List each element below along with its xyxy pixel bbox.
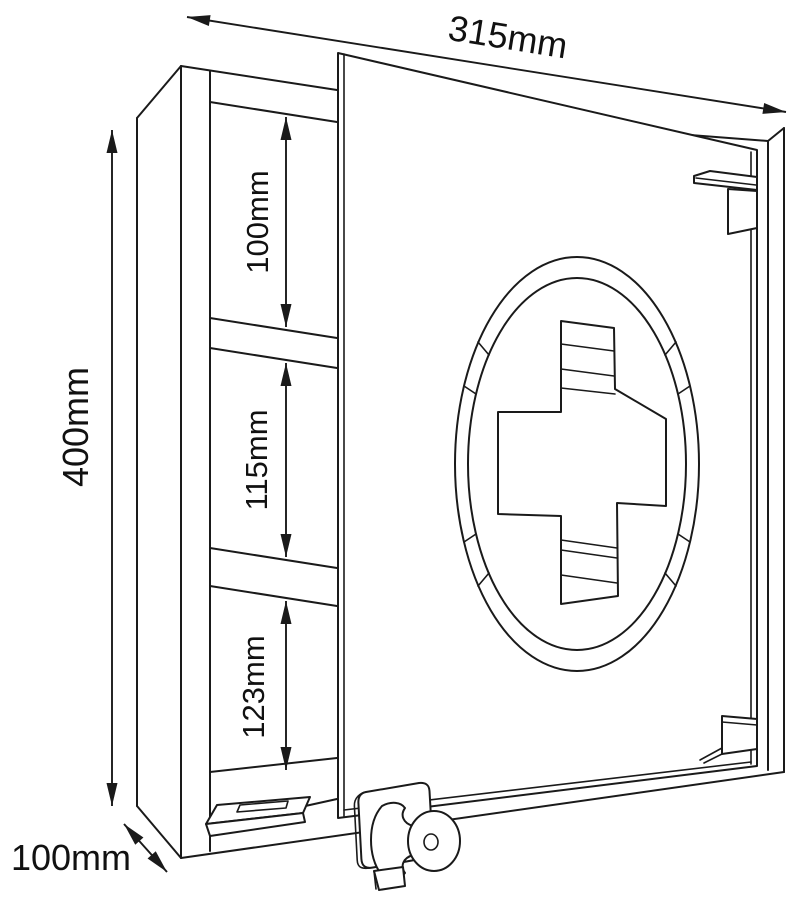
compartment-bottom-label: 123mm <box>236 635 271 738</box>
dimension-arrow-width <box>186 15 787 114</box>
door-emblem-ring <box>454 256 700 672</box>
carcass-bottom-edge <box>180 771 785 859</box>
compartment-middle-label: 115mm <box>239 409 274 510</box>
dimension-width-label: 315mm <box>445 7 570 66</box>
cross-top-arm-stripes <box>560 343 616 395</box>
lock-plate-side <box>353 791 374 870</box>
keyhole <box>423 833 439 851</box>
bottom-tray <box>205 796 311 837</box>
door-lock <box>353 781 461 891</box>
medical-cross <box>497 320 667 605</box>
hinge-top <box>693 170 758 235</box>
ring-tick-marks <box>463 341 691 587</box>
shelf-2 <box>209 547 338 607</box>
compartment-top-label: 100mm <box>240 170 275 273</box>
hinge-bottom <box>699 715 758 764</box>
lock-knob <box>407 810 461 872</box>
door-panel <box>337 52 758 819</box>
cabinet-left-panel <box>136 65 182 859</box>
dimension-arrow-depth <box>123 823 168 873</box>
dimension-height: 400mm <box>55 130 118 806</box>
shelf-1 <box>209 317 338 369</box>
cabinet-door <box>337 52 758 819</box>
interior-ceiling-edge <box>209 101 338 123</box>
dimension-compartment-top: 100mm <box>240 117 292 327</box>
dimension-depth-label: 100mm <box>11 837 131 878</box>
dimension-height-label: 400mm <box>55 367 96 487</box>
lock-tab <box>373 866 406 891</box>
cabinet-right-panel <box>689 127 785 773</box>
knob-base <box>370 801 414 880</box>
carcass-top-edge <box>180 65 338 91</box>
dimension-compartment-bottom: 123mm <box>236 601 292 770</box>
dimension-compartment-middle: 115mm <box>239 363 292 557</box>
cross-bottom-arm-stripes <box>560 539 618 584</box>
floor-back-edge <box>209 757 338 773</box>
dimension-depth: 100mm <box>11 823 168 878</box>
